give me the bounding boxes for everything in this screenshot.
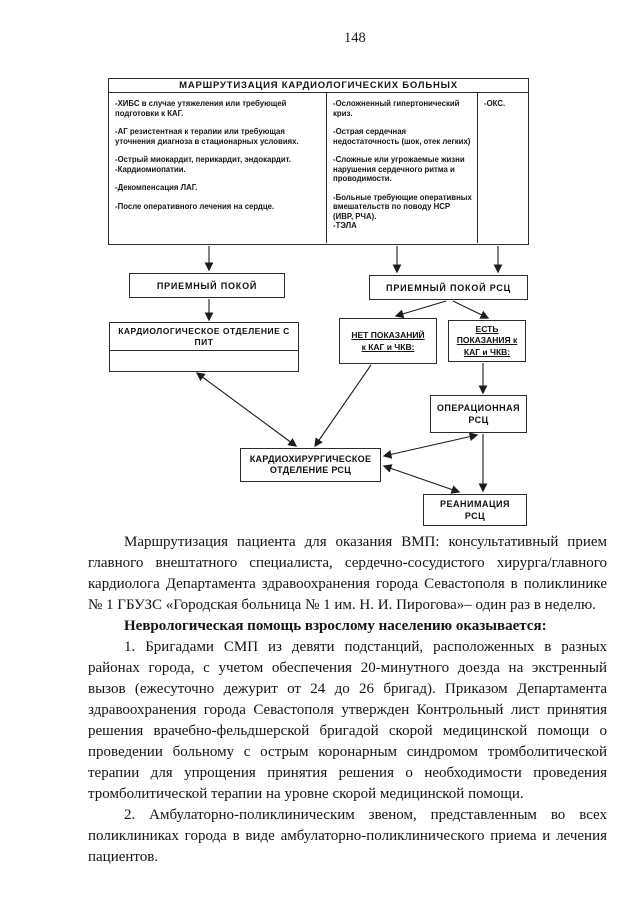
criteria-column-cardiology-dept: -ХИБС в случае утяжеления или требующей … — [109, 93, 327, 243]
cardiology-dept-label: КАРДИОЛОГИЧЕСКОЕ ОТДЕЛЕНИЕ С ПИТ — [110, 323, 298, 351]
criteria-columns: -ХИБС в случае утяжеления или требующей … — [109, 93, 528, 243]
arrow-cardiosurgery-operating — [382, 432, 479, 459]
arrow-rsc-to-no-indications — [394, 300, 447, 319]
flow-box-no-indications: НЕТ ПОКАЗАНИЙ к КАГ и ЧКВ: — [339, 318, 437, 364]
criteria-item: -АГ резистентная к терапии или требующая… — [115, 127, 299, 146]
flow-box-cardiology-dept: КАРДИОЛОГИЧЕСКОЕ ОТДЕЛЕНИЕ С ПИТ — [109, 322, 299, 372]
paragraph-ambulatory: 2. Амбулаторно-поликлиническим звеном, п… — [88, 807, 607, 865]
paragraph-vmp-routing: Маршрутизация пациента для оказания ВМП:… — [88, 534, 607, 613]
flow-box-reception: ПРИЕМНЫЙ ПОКОЙ — [129, 273, 285, 298]
criteria-column-oks: -ОКС. — [478, 93, 528, 243]
arrow-rsc-to-has-indications — [452, 300, 490, 319]
flow-box-reception-rsc: ПРИЕМНЫЙ ПОКОЙ РСЦ — [369, 275, 528, 300]
criteria-item: -Острый миокардит, перикардит, эндокарди… — [115, 155, 291, 174]
criteria-item: -Сложные или угрожаемые жизни нарушения … — [333, 155, 465, 183]
flow-box-resuscitation: РЕАНИМАЦИЯ РСЦ — [423, 494, 527, 526]
paragraph-smp-brigades: 1. Бригадами СМП из девяти подстанций, р… — [88, 639, 607, 802]
page-number: 148 — [344, 30, 366, 46]
criteria-column-rsc: -Осложненный гипертонический криз. -Остра… — [327, 93, 478, 243]
body-text: Маршрутизация пациента для оказания ВМП:… — [88, 532, 607, 868]
criteria-item: -Осложненный гипертонический криз. — [333, 99, 460, 118]
flow-box-cardiosurgery-dept: КАРДИОХИРУРГИЧЕСКОЕ ОТДЕЛЕНИЕ РСЦ — [240, 448, 381, 482]
arrow-no-indications-to-cardiosurgery — [314, 364, 372, 448]
arrow-cardiology-cardiosurgery — [195, 372, 298, 447]
flow-box-has-indications: ЕСТЬ ПОКАЗАНИЯ к КАГ и ЧКВ: — [448, 320, 526, 362]
criteria-item: -Больные требующие оперативных вмешатель… — [333, 192, 472, 231]
criteria-item: -ХИБС в случае утяжеления или требующей … — [115, 99, 287, 118]
flow-box-operating-room: ОПЕРАЦИОННАЯ РСЦ — [430, 395, 527, 433]
criteria-item: -Острая сердечная недостаточность (шок, … — [333, 127, 471, 146]
arrow-cardiosurgery-resuscitation — [382, 464, 461, 494]
heading-neurology: Неврологическая помощь взрослому населен… — [124, 618, 547, 634]
routing-criteria-table: МАРШРУТИЗАЦИЯ КАРДИОЛОГИЧЕСКИХ БОЛЬНЫХ -… — [108, 78, 529, 245]
criteria-item: -После оперативного лечения на сердце. — [115, 201, 275, 211]
criteria-item: -Декомпенсация ЛАГ. — [115, 183, 198, 192]
diagram-title: МАРШРУТИЗАЦИЯ КАРДИОЛОГИЧЕСКИХ БОЛЬНЫХ — [109, 79, 528, 93]
criteria-item: -ОКС. — [484, 99, 506, 108]
